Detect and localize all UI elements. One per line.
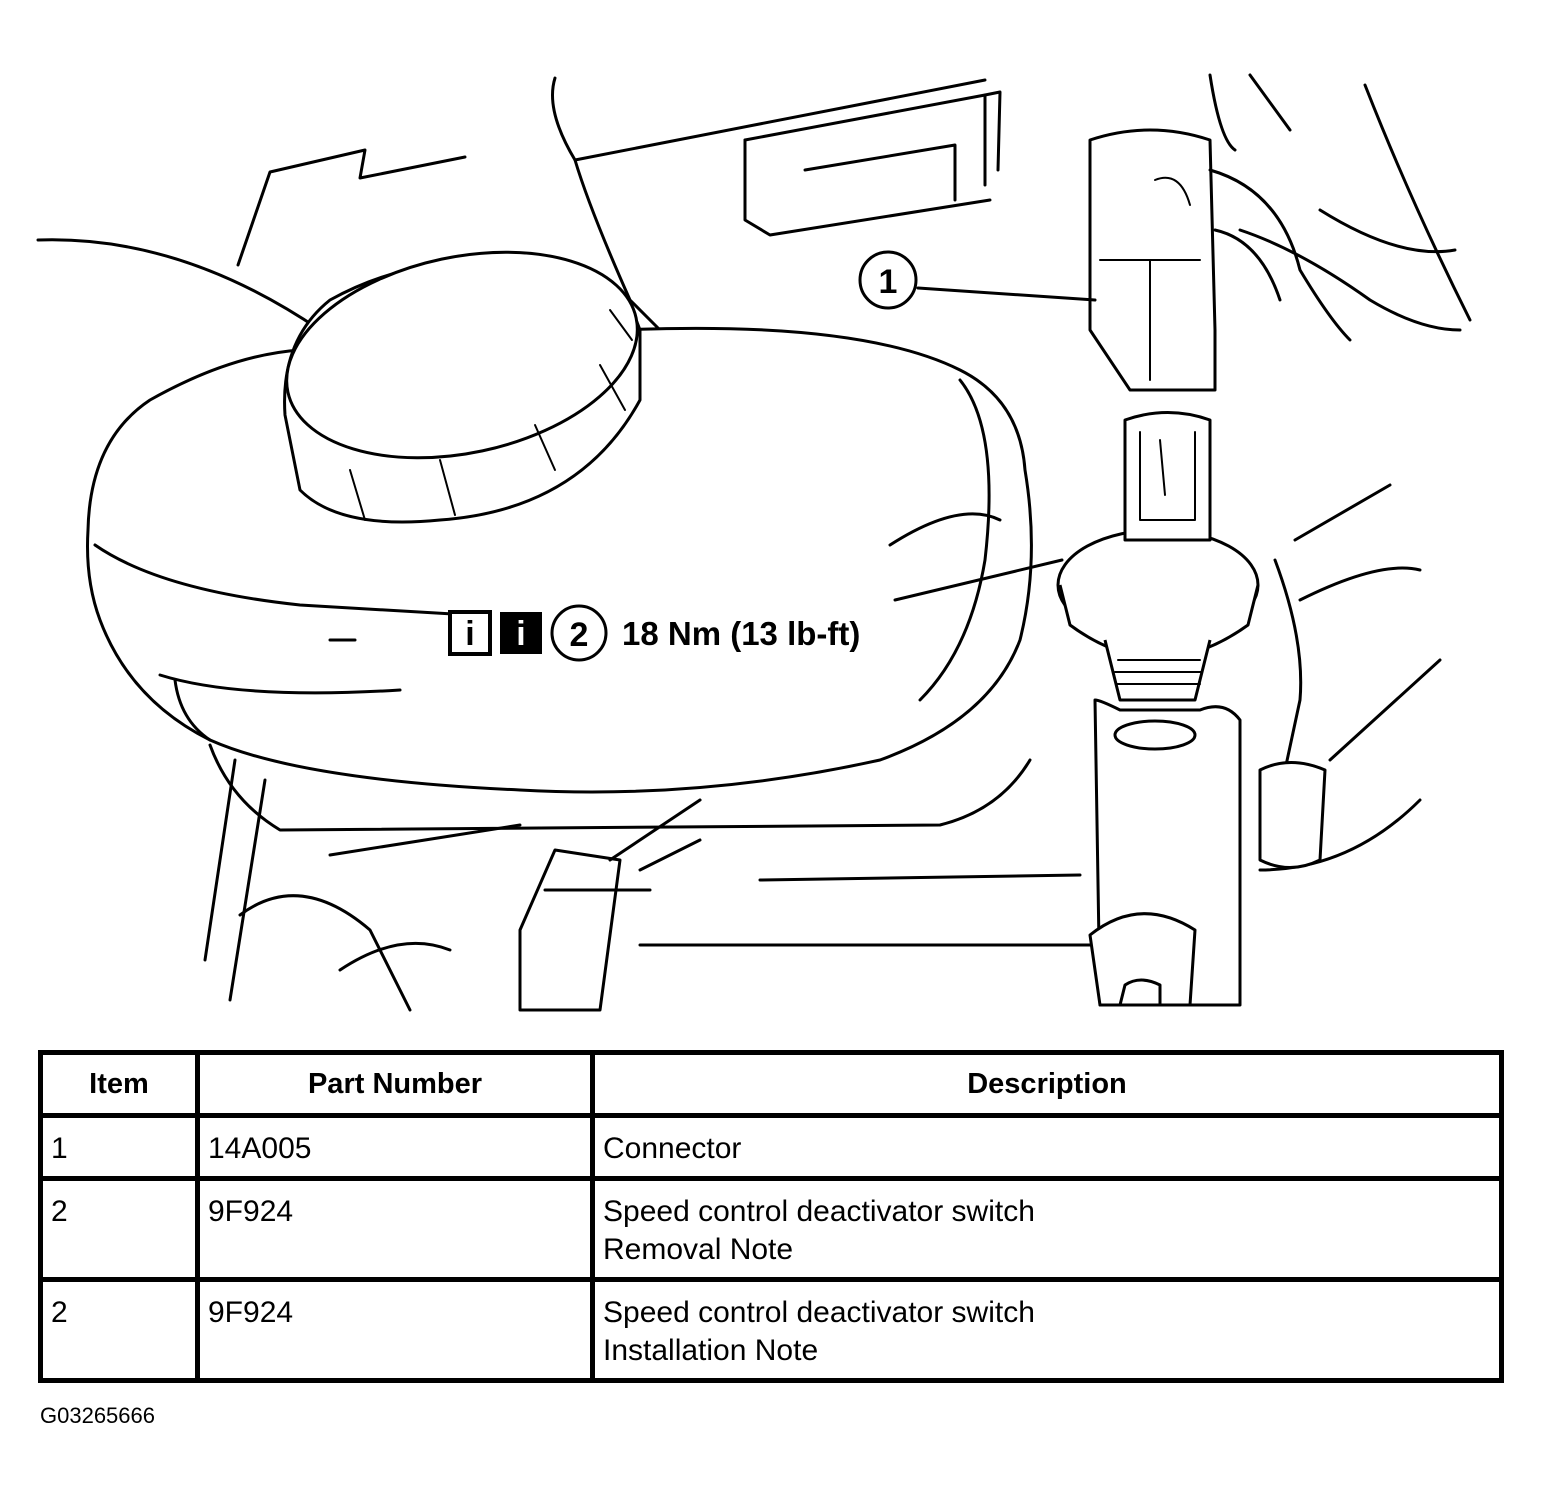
cell-item: 2 [38,1176,200,1282]
harness-connector [1088,128,1352,392]
header-description: Description [590,1050,1504,1118]
callout-1-number: 1 [879,263,898,301]
engine-bay-background [36,73,1472,947]
cell-part-number: 9F924 [195,1277,595,1383]
cell-description: Speed control deactivator switch Install… [590,1277,1504,1383]
torque-spec: 18 Nm (13 lb-ft) [622,615,860,652]
table-row: 1 14A005 Connector [38,1113,1504,1181]
reservoir-cap [283,250,642,524]
parts-table: Item Part Number Description 1 14A005 Co… [38,1050,1504,1383]
description-note[interactable]: Removal Note [603,1233,794,1266]
brake-master-cylinder-illustration: 1 i i 2 18 Nm (13 lb-ft) [36,73,1472,1012]
info-icon-filled-glyph: i [516,615,525,653]
header-part-number: Part Number [195,1050,595,1118]
description-line: Connector [603,1132,742,1165]
callout-2: i i 2 18 Nm (13 lb-ft) [448,558,1064,662]
description-line: Speed control deactivator switch [603,1195,1035,1228]
figure-id: G03265666 [40,1403,155,1428]
header-item: Item [38,1050,200,1118]
callout-2-number: 2 [570,616,589,654]
table-row: 2 9F924 Speed control deactivator switch… [38,1277,1504,1383]
cell-item: 1 [38,1113,200,1181]
table-header-row: Item Part Number Description [38,1050,1504,1118]
cell-part-number: 14A005 [195,1113,595,1181]
cell-item: 2 [38,1277,200,1383]
cell-description: Connector [590,1113,1504,1181]
cell-description: Speed control deactivator switch Removal… [590,1176,1504,1282]
description-note[interactable]: Installation Note [603,1334,819,1367]
callout-1: 1 [858,250,1097,310]
brake-lines [518,558,1327,1012]
description-line: Speed control deactivator switch [603,1296,1035,1329]
info-icon-outline [448,610,492,656]
cell-part-number: 9F924 [195,1176,595,1282]
info-icon-filled [500,612,542,654]
speed-control-deactivator-switch [1056,411,1260,702]
table-row: 2 9F924 Speed control deactivator switch… [38,1176,1504,1282]
info-icon-outline-glyph: i [465,615,474,653]
